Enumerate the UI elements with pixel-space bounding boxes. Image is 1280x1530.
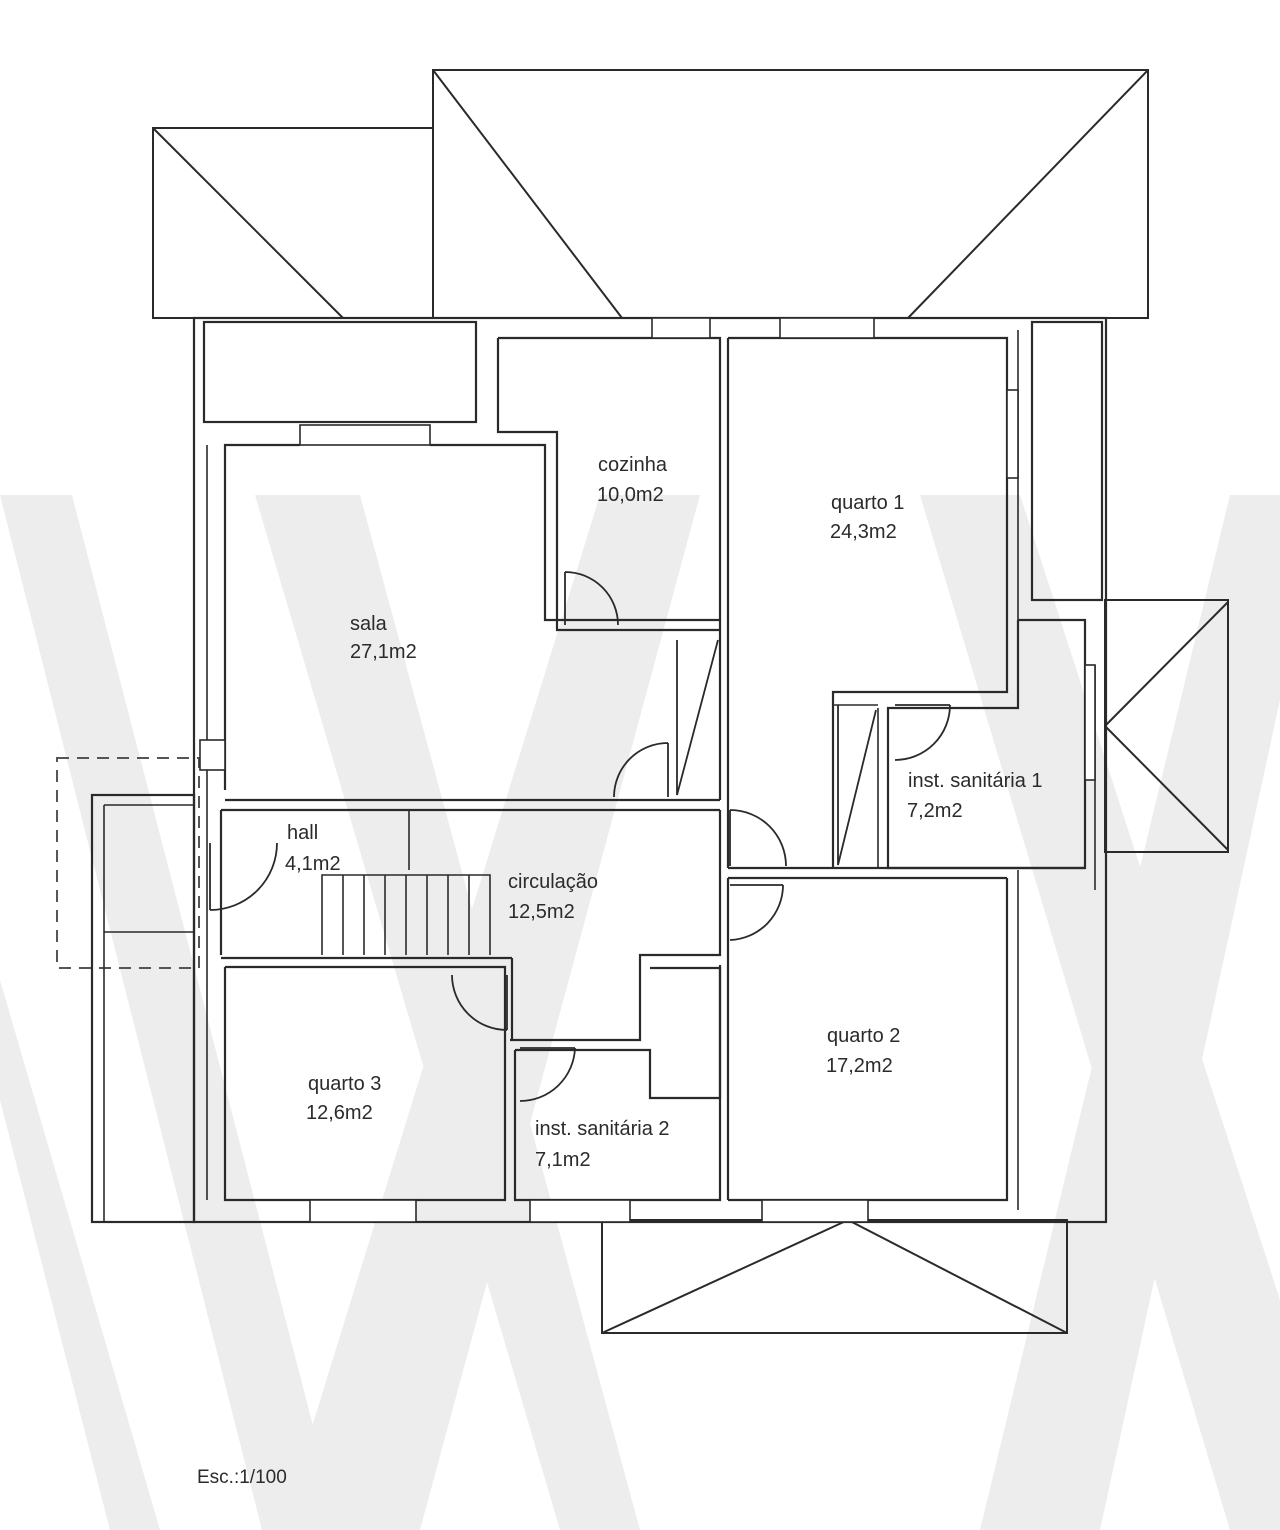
- quarto2-area: 17,2m2: [826, 1055, 893, 1077]
- scale-label: Esc.:1/100: [197, 1467, 287, 1488]
- balcony-outline: [56, 757, 200, 969]
- quarto3-name: quarto 3: [308, 1073, 381, 1095]
- sala-name: sala: [350, 613, 388, 635]
- inst2-area: 7,1m2: [535, 1149, 591, 1171]
- hall-name: hall: [287, 822, 318, 844]
- quarto1-name: quarto 1: [831, 492, 904, 514]
- sala-area: 27,1m2: [350, 641, 417, 663]
- circulacao-area: 12,5m2: [508, 901, 575, 923]
- room-labels: cozinha 10,0m2 sala 27,1m2 quarto 1 24,3…: [285, 454, 1043, 1171]
- quarto1-area: 24,3m2: [830, 521, 897, 543]
- roof-lines: [152, 69, 1229, 1334]
- quarto3-area: 12,6m2: [306, 1102, 373, 1124]
- cozinha-name: cozinha: [598, 454, 668, 476]
- doors: [209, 571, 951, 1102]
- cozinha-area: 10,0m2: [597, 484, 664, 506]
- inst2-name: inst. sanitária 2: [535, 1118, 670, 1140]
- windows: [199, 317, 1096, 1223]
- circulacao-name: circulação: [508, 871, 598, 893]
- hall-area: 4,1m2: [285, 853, 341, 875]
- inst1-name: inst. sanitária 1: [908, 770, 1043, 792]
- quarto2-name: quarto 2: [827, 1025, 900, 1047]
- staircase: [321, 874, 491, 955]
- inst1-area: 7,2m2: [907, 800, 963, 822]
- watermark: [0, 495, 1280, 1530]
